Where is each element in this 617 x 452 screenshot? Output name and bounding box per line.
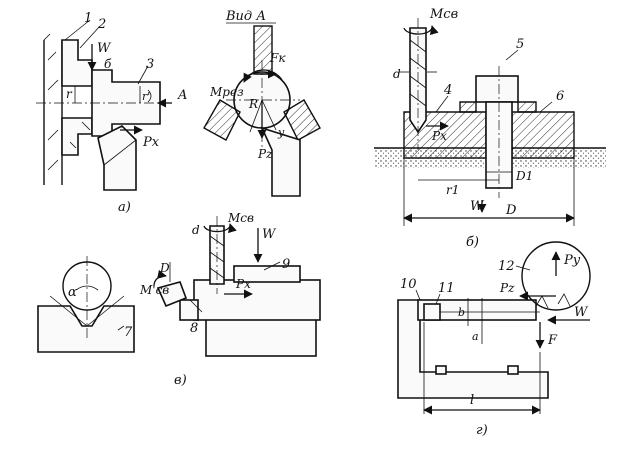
label-f: F bbox=[547, 333, 558, 348]
label-px-v: Px bbox=[235, 277, 251, 291]
panel-b: Mсв d 4 5 6 Px r1 D1 W D б) bbox=[374, 7, 606, 250]
label-alpha: α bbox=[68, 285, 77, 300]
label-px: Px bbox=[142, 135, 160, 150]
part-number-12: 12 bbox=[498, 259, 515, 274]
label-a-g: a bbox=[472, 330, 479, 343]
part-number-3: 3 bbox=[146, 57, 154, 72]
label-r-view: R bbox=[248, 97, 258, 111]
part-number-9: 9 bbox=[282, 257, 290, 272]
panel-v: α 7 M'св d Mсв W 9 D Px 8 в) bbox=[37, 211, 321, 388]
panel-g: 10 11 12 Py Pz W F b a l г) bbox=[397, 241, 591, 438]
caption-b: б) bbox=[466, 235, 479, 250]
caption-g: г) bbox=[476, 423, 488, 438]
view-a-title: Вид А bbox=[225, 9, 266, 24]
cutting-tool bbox=[97, 125, 137, 191]
label-msv-prime: M'св bbox=[139, 283, 169, 297]
label-d-big: D bbox=[505, 203, 517, 218]
workpiece bbox=[36, 69, 175, 137]
moment-msv-prime-arc bbox=[153, 269, 167, 287]
part-number-1: 1 bbox=[84, 11, 92, 26]
end-mill bbox=[209, 216, 225, 294]
label-px-b: Px bbox=[431, 129, 447, 143]
label-b: б bbox=[104, 57, 112, 71]
label-w-v: W bbox=[262, 227, 277, 242]
part-number-10: 10 bbox=[400, 277, 417, 292]
part-number-4: 4 bbox=[443, 83, 452, 98]
part-number-8: 8 bbox=[190, 321, 198, 336]
label-r-prime: r' bbox=[142, 90, 150, 103]
label-a: A bbox=[177, 88, 187, 103]
caption-v: в) bbox=[174, 373, 187, 388]
label-dd-v: D bbox=[159, 261, 170, 275]
moment-msv-arc-v bbox=[203, 223, 237, 234]
jaw-left bbox=[203, 99, 241, 141]
tool-section bbox=[260, 126, 301, 197]
caption-a: а) bbox=[118, 200, 131, 215]
label-pz: Pz bbox=[257, 147, 273, 161]
moment-rez-arc bbox=[243, 69, 283, 83]
chuck-body bbox=[43, 33, 93, 185]
part-number-6: 6 bbox=[556, 89, 564, 104]
fixture-part-10 bbox=[397, 299, 549, 399]
v-block-part-7 bbox=[37, 256, 135, 353]
label-r: r bbox=[66, 87, 73, 101]
label-d: d bbox=[393, 67, 401, 81]
label-b-g: b bbox=[458, 306, 465, 319]
leader-2 bbox=[79, 25, 101, 49]
grinding-wheel-part-12 bbox=[521, 241, 591, 311]
part-number-11: 11 bbox=[438, 281, 455, 296]
label-pz-g: Pz bbox=[499, 281, 515, 295]
bolt-part-5 bbox=[459, 66, 537, 198]
label-py: Py bbox=[563, 253, 581, 268]
workpiece-part-11 bbox=[423, 303, 540, 321]
jaw-top bbox=[253, 25, 273, 75]
label-l: l bbox=[470, 393, 474, 408]
view-a: Вид А Fк Mрез R Pz y bbox=[203, 9, 321, 197]
label-mrez: Mрез bbox=[209, 85, 244, 99]
label-w-g: W bbox=[574, 305, 589, 320]
part-number-5: 5 bbox=[516, 37, 524, 52]
moment-msv-arc bbox=[403, 25, 439, 36]
label-msv: Mсв bbox=[429, 7, 458, 22]
drill-bit bbox=[409, 18, 427, 150]
label-y: y bbox=[277, 126, 285, 139]
part-number-7: 7 bbox=[124, 325, 133, 340]
label-msv-v: Mсв bbox=[227, 211, 254, 225]
table-part-8 bbox=[179, 265, 321, 357]
label-w: W bbox=[97, 41, 112, 56]
label-r1: r1 bbox=[446, 183, 459, 197]
label-d1: D1 bbox=[515, 169, 533, 183]
panel-a: 1 2 3 W б r r' A Px а) bbox=[36, 11, 187, 215]
label-w-b: W bbox=[470, 199, 485, 214]
part-number-2: 2 bbox=[97, 17, 106, 32]
label-d-v: d bbox=[192, 223, 200, 237]
leader-1 bbox=[64, 19, 91, 41]
jaw-right bbox=[283, 99, 321, 141]
label-fk: Fк bbox=[269, 51, 286, 65]
leader-3 bbox=[137, 65, 149, 85]
side-cutter bbox=[156, 281, 188, 308]
